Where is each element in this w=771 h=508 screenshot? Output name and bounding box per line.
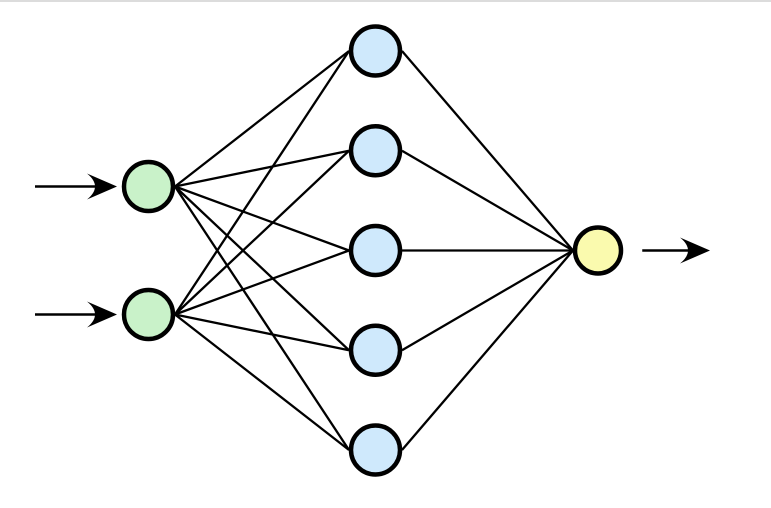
input-node-2 [121,287,176,342]
edge-input1-hidden4 [174,185,350,352]
edge-input2-hidden3 [174,249,350,316]
edge-input1-hidden2 [174,149,350,188]
edge-input2-hidden1 [174,50,350,316]
hidden-node-4 [348,323,403,377]
hidden-node-1 [348,24,403,78]
top-border-line [0,0,771,2]
edge-input2-hidden5 [174,313,350,451]
edge-input1-hidden1 [174,50,350,188]
hidden-node-3 [348,223,403,278]
input-node-1 [121,159,176,214]
edge-input1-hidden3 [174,185,350,252]
edge-input1-hidden5 [174,185,350,451]
hidden-node-5 [348,423,403,477]
output-arrow-head-icon [680,237,710,264]
output-node-1 [572,225,624,276]
hidden-node-2 [348,124,403,178]
edge-hidden4-output1 [401,249,574,352]
edge-hidden1-output1 [401,50,574,252]
edge-input2-hidden2 [174,149,350,316]
input-arrow-head-icon [87,173,117,200]
edge-input2-hidden4 [174,313,350,352]
edge-hidden5-output1 [401,249,574,451]
edge-hidden2-output1 [401,149,574,252]
input-arrow-head-icon [87,301,117,328]
